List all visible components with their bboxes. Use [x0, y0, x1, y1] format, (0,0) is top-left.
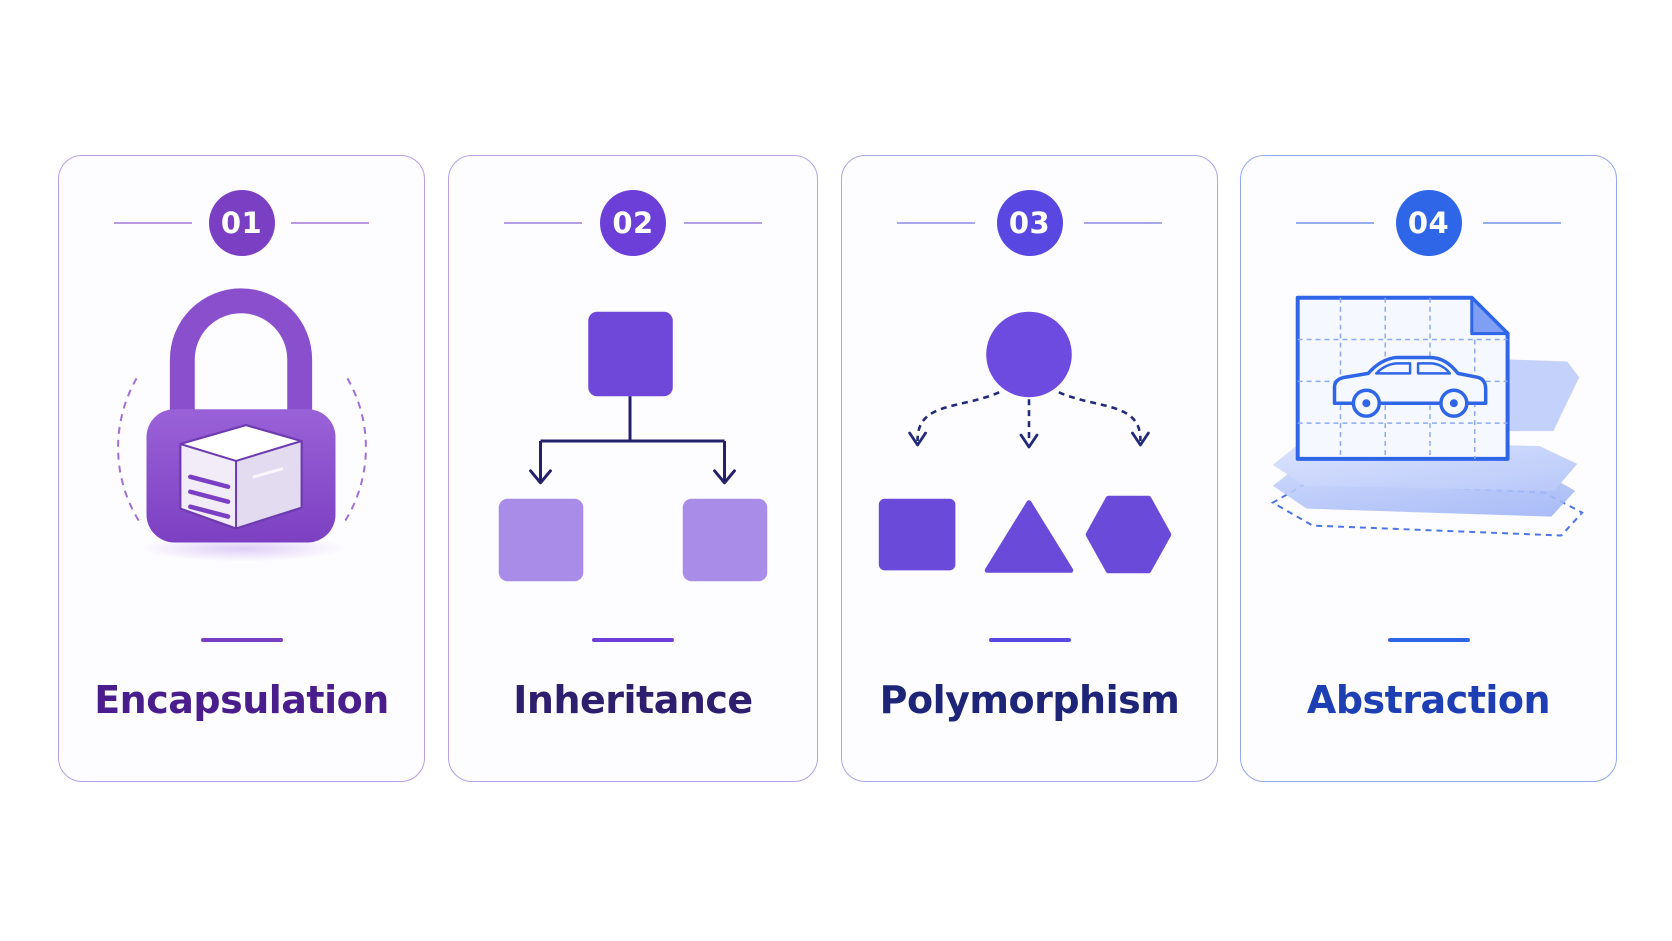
title-accent-bar: [200, 638, 283, 642]
card-abstraction: 04: [1240, 155, 1617, 782]
shape-variants-icon: [878, 311, 1172, 574]
header-divider-left: [504, 222, 582, 224]
card-title: Encapsulation: [94, 678, 389, 722]
header-divider-right: [1084, 222, 1162, 224]
step-number-badge: 02: [600, 190, 666, 256]
step-number-badge: 04: [1395, 190, 1462, 256]
header-divider-right: [1483, 222, 1561, 224]
title-accent-bar: [988, 638, 1071, 642]
padlock-with-box-icon: [117, 288, 367, 562]
title-accent-bar: [1387, 638, 1470, 642]
header-divider-right: [291, 222, 369, 224]
header-divider-right: [684, 222, 762, 224]
card-encapsulation: 01 Encapsulation: [58, 155, 425, 782]
title-accent-bar: [592, 638, 674, 642]
card-title: Inheritance: [513, 678, 753, 722]
hierarchy-tree-icon: [498, 311, 768, 582]
header-divider-left: [1296, 222, 1374, 224]
step-number-badge: 03: [996, 190, 1063, 256]
car-blueprint-layers-icon: [1270, 295, 1584, 537]
header-divider-left: [114, 222, 192, 224]
card-inheritance: 02 Inheritance: [448, 155, 818, 782]
card-title: Polymorphism: [879, 678, 1180, 722]
card-title: Abstraction: [1306, 678, 1551, 722]
header-divider-left: [897, 222, 975, 224]
card-polymorphism: 03 Polymorphism: [841, 155, 1218, 782]
step-number-badge: 01: [208, 190, 275, 256]
